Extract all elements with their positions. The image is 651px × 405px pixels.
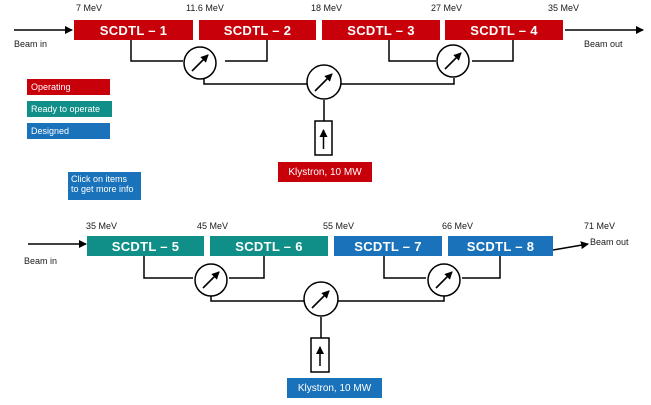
module-scdtl-5[interactable]: SCDTL – 5 [87, 236, 204, 256]
energy-label: 7 MeV [76, 3, 103, 13]
legend-designed[interactable]: Designed [27, 123, 110, 139]
beam-in-label: Beam in [24, 256, 58, 266]
module-scdtl-6[interactable]: SCDTL – 6 [210, 236, 328, 256]
klystron-top-label[interactable]: Klystron, 10 MW [278, 162, 372, 182]
beam-in-label: Beam in [14, 39, 48, 49]
module-scdtl-4[interactable]: SCDTL – 4 [445, 20, 563, 40]
info-line-2: to get more info [71, 184, 134, 194]
module-scdtl-3[interactable]: SCDTL – 3 [322, 20, 440, 40]
energy-label: 45 MeV [197, 221, 229, 231]
energy-label: 55 MeV [323, 221, 355, 231]
energy-label: 18 MeV [311, 3, 343, 13]
module-scdtl-7[interactable]: SCDTL – 7 [334, 236, 442, 256]
beam-out-arrow-bottom [552, 241, 589, 251]
beam-out-label: Beam out [584, 39, 623, 49]
energy-label: 11.6 MeV [186, 3, 224, 13]
energy-label: 66 MeV [442, 221, 474, 231]
energy-label: 35 MeV [548, 3, 580, 13]
energy-label: 71 MeV [584, 221, 616, 231]
energy-label: 35 MeV [86, 221, 118, 231]
module-scdtl-8[interactable]: SCDTL – 8 [448, 236, 553, 256]
module-scdtl-1[interactable]: SCDTL – 1 [74, 20, 193, 40]
energy-label: 27 MeV [431, 3, 463, 13]
module-scdtl-2[interactable]: SCDTL – 2 [199, 20, 316, 40]
legend-operating[interactable]: Operating [27, 79, 110, 95]
beam-out-label: Beam out [590, 237, 629, 247]
klystron-bottom-label[interactable]: Klystron, 10 MW [287, 378, 382, 398]
legend-ready[interactable]: Ready to operate [27, 101, 112, 117]
info-box[interactable]: Click on items to get more info [68, 172, 141, 200]
info-line-1: Click on items [71, 174, 128, 184]
